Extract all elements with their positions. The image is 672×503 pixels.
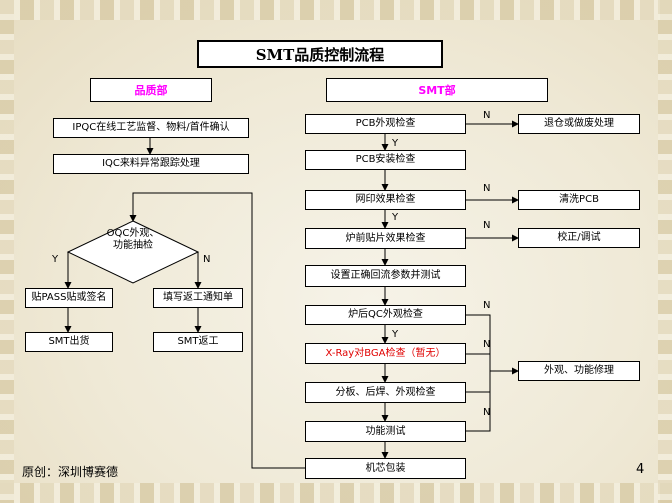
step-print-check: 网印效果检查 — [305, 190, 466, 210]
action-repair: 外观、功能修理 — [518, 361, 640, 381]
decorative-border-left — [0, 0, 14, 503]
page-number: 4 — [636, 462, 645, 477]
action-calibrate: 校正/调试 — [518, 228, 640, 248]
step-pre-reflow: 炉前贴片效果检查 — [305, 228, 466, 249]
label-no-3: N — [483, 220, 491, 231]
step-pass-label: 贴PASS贴或签名 — [25, 288, 113, 308]
step-rework: SMT返工 — [153, 332, 243, 352]
label-yes-1: Y — [392, 138, 399, 149]
step-pcb-visual: PCB外观检查 — [305, 114, 466, 134]
label-no-2: N — [483, 183, 491, 194]
step-func-test: 功能测试 — [305, 421, 466, 442]
label-no-4: N — [483, 300, 491, 311]
dept-quality: 品质部 — [90, 78, 212, 102]
step-ipqc: IPQC在线工艺监督、物料/首件确认 — [53, 118, 249, 138]
step-xray: X-Ray对BGA检查（暂无） — [305, 343, 466, 364]
label-no-5: N — [483, 339, 491, 350]
decision-oqc: OQC外观、 功能抽检 — [86, 228, 180, 252]
step-split: 分板、后焊、外观检查 — [305, 382, 466, 403]
label-no-oqc: N — [203, 254, 211, 265]
step-packing: 机芯包装 — [305, 458, 466, 479]
page-title: SMT品质控制流程 — [197, 40, 443, 68]
footer-credit: 原创：深圳博赛德 — [22, 465, 119, 479]
decision-oqc-line1: OQC外观、 — [106, 228, 160, 239]
step-iqc: IQC来料异常跟踪处理 — [53, 154, 249, 174]
action-return-scrap: 退仓或做废处理 — [518, 114, 640, 134]
decorative-border-right — [658, 0, 672, 503]
action-clean-pcb: 清洗PCB — [518, 190, 640, 210]
label-yes-3: Y — [392, 329, 399, 340]
decorative-border-top — [0, 0, 672, 20]
label-no-1: N — [483, 110, 491, 121]
step-ship: SMT出货 — [25, 332, 113, 352]
step-pcb-install: PCB安装检查 — [305, 150, 466, 170]
dept-smt: SMT部 — [326, 78, 548, 102]
label-yes-oqc: Y — [52, 254, 59, 265]
decorative-border-bottom — [0, 483, 672, 503]
decision-oqc-line2: 功能抽检 — [113, 240, 153, 251]
label-yes-2: Y — [392, 212, 399, 223]
step-return-notice: 填写返工通知单 — [153, 288, 243, 308]
step-post-reflow-qc: 炉后QC外观检查 — [305, 305, 466, 325]
step-reflow-setup: 设置正确回流参数并测试 — [305, 265, 466, 287]
label-no-6: N — [483, 407, 491, 418]
